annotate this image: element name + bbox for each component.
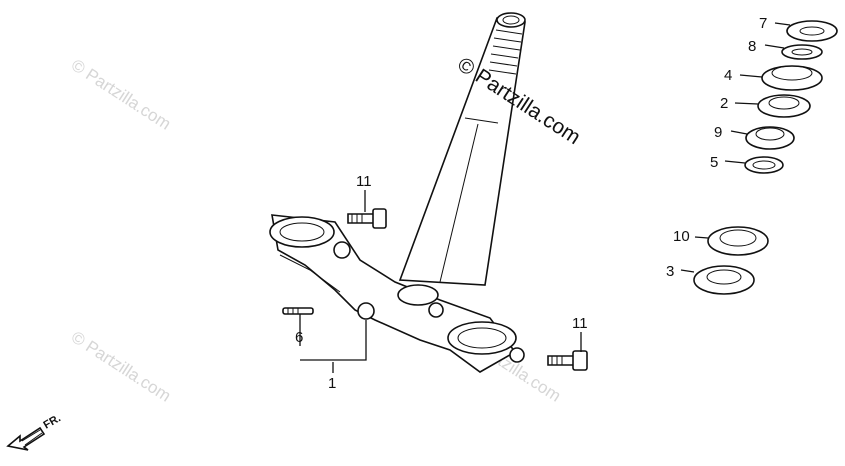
steering-stem-bottom-bridge <box>269 214 525 373</box>
part-10-lower-bearing <box>707 226 769 256</box>
front-direction-label: FR. <box>42 412 63 431</box>
faint-watermark-bottom-left: © Partzilla.com <box>68 327 174 405</box>
part-9-bearing <box>745 126 795 150</box>
part-3-lower-race <box>693 265 755 295</box>
part-4-adjusting-nut <box>761 65 823 91</box>
leader-lines <box>299 22 791 373</box>
callout-6: 6 <box>295 329 303 346</box>
callout-2: 2 <box>720 95 728 112</box>
faint-watermark-top-left: © Partzilla.com <box>68 55 174 133</box>
callout-5: 5 <box>710 154 718 171</box>
part-2-upper-race <box>757 94 811 118</box>
part-7-nut <box>786 20 838 42</box>
callout-11-lower: 11 <box>572 315 588 332</box>
callout-7: 7 <box>759 15 767 32</box>
callout-3: 3 <box>666 263 674 280</box>
callout-10: 10 <box>673 228 690 245</box>
part-8-washer <box>781 44 823 60</box>
callout-8: 8 <box>748 38 756 55</box>
callout-9: 9 <box>714 124 722 141</box>
bolt-11-lower <box>547 350 588 371</box>
callout-11-upper: 11 <box>356 173 372 190</box>
callout-1: 1 <box>328 375 336 392</box>
bolt-11-upper <box>347 208 387 229</box>
part-5-dust-seal <box>744 156 784 174</box>
stud-6 <box>282 307 314 315</box>
steering-stem <box>398 12 526 286</box>
front-direction-arrow-icon <box>6 426 46 451</box>
callout-4: 4 <box>724 67 732 84</box>
